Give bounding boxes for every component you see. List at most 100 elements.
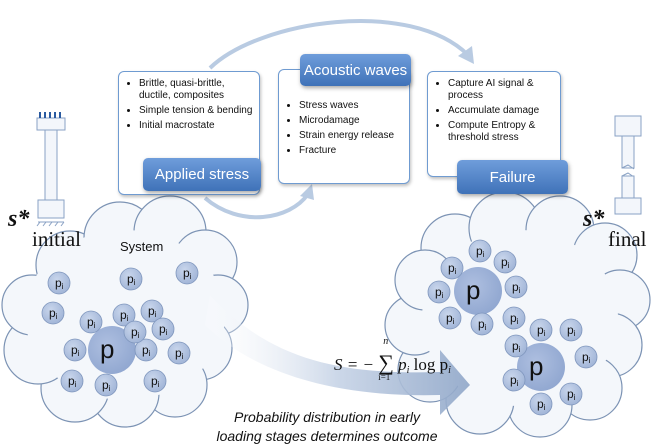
initial-label: initial bbox=[32, 227, 81, 251]
caption-line-1: Probability distribution in early bbox=[234, 409, 420, 425]
small-p-particle bbox=[559, 382, 583, 406]
small-p-particle bbox=[134, 338, 158, 362]
summation-lower: i=1 bbox=[378, 372, 391, 382]
small-p-particle bbox=[502, 368, 526, 392]
small-p-particle bbox=[470, 312, 494, 336]
small-p-particle bbox=[504, 275, 528, 299]
flow-arrow-bottom-head bbox=[300, 184, 314, 200]
summation-sign: ∑ n i=1 bbox=[378, 336, 394, 382]
small-p-particle bbox=[440, 256, 464, 280]
small-p-label: pi bbox=[537, 323, 546, 338]
acoustic-waves-item: Stress waves bbox=[299, 100, 403, 112]
large-p-circle bbox=[517, 343, 565, 391]
small-p-particle bbox=[468, 239, 492, 263]
small-p-label: pi bbox=[435, 285, 444, 300]
acoustic-waves-item: Fracture bbox=[299, 145, 403, 157]
small-p-label: pi bbox=[151, 374, 160, 389]
small-p-particle bbox=[559, 318, 583, 342]
failure-list: Capture AI signal & process Accumulate d… bbox=[428, 72, 560, 144]
small-p-label: pi bbox=[183, 266, 192, 281]
failure-box: Capture AI signal & process Accumulate d… bbox=[427, 71, 561, 177]
small-p-label: pi bbox=[567, 323, 576, 338]
small-p-particle bbox=[60, 369, 84, 393]
applied-stress-item: Initial macrostate bbox=[139, 120, 253, 132]
small-p-label: pi bbox=[131, 325, 140, 340]
applied-stress-header: Applied stress bbox=[143, 158, 261, 191]
small-p-particle bbox=[94, 373, 118, 397]
s-star-initial-symbol: s* bbox=[8, 206, 30, 232]
small-p-particle bbox=[529, 392, 553, 416]
large-p-label: p bbox=[529, 351, 544, 381]
small-p-label: pi bbox=[49, 306, 58, 321]
s-star-final-symbol: s* bbox=[583, 206, 605, 232]
system-label: System bbox=[120, 239, 164, 254]
small-p-label: pi bbox=[582, 350, 591, 365]
small-p-label: pi bbox=[446, 311, 455, 326]
failure-item: Compute Entropy & threshold stress bbox=[448, 120, 554, 144]
small-p-particle bbox=[41, 301, 65, 325]
small-p-label: pi bbox=[87, 315, 96, 330]
small-p-label: pi bbox=[537, 397, 546, 412]
small-p-label: pi bbox=[448, 261, 457, 276]
small-p-particle bbox=[438, 306, 462, 330]
failure-item: Capture AI signal & process bbox=[448, 78, 554, 102]
flow-arrow-top bbox=[208, 19, 470, 70]
acoustic-waves-list: Stress waves Microdamage Strain energy r… bbox=[279, 70, 409, 157]
equation-log: log p bbox=[409, 355, 449, 374]
small-p-label: pi bbox=[120, 308, 129, 323]
small-p-label: pi bbox=[478, 317, 487, 332]
small-p-label: pi bbox=[512, 339, 521, 354]
caption-line-2: loading stages determines outcome bbox=[216, 428, 438, 444]
transition-arrow bbox=[205, 295, 470, 415]
small-p-particle bbox=[529, 318, 553, 342]
large-p-circle bbox=[454, 267, 502, 315]
small-p-label: pi bbox=[175, 346, 184, 361]
flow-arrow-bottom bbox=[203, 192, 310, 220]
equation-term: p bbox=[398, 355, 407, 374]
initial-specimen bbox=[36, 112, 66, 227]
acoustic-waves-box: Stress waves Microdamage Strain energy r… bbox=[278, 69, 410, 184]
small-p-label: pi bbox=[71, 343, 80, 358]
flow-arrow-top-head bbox=[458, 46, 474, 64]
small-p-particle bbox=[140, 299, 164, 323]
small-p-particle bbox=[504, 334, 528, 358]
small-p-particle bbox=[493, 250, 517, 274]
small-p-label: pi bbox=[512, 280, 521, 295]
large-p-circle bbox=[88, 326, 136, 374]
entropy-equation: S = − ∑ n i=1 pi log pi bbox=[334, 336, 451, 382]
summation-symbol: ∑ bbox=[378, 350, 394, 375]
equation-lhs: S = − bbox=[334, 355, 374, 374]
final-specimen bbox=[614, 115, 642, 215]
large-p-label: p bbox=[100, 334, 115, 364]
failure-header: Failure bbox=[457, 160, 568, 194]
small-p-label: pi bbox=[102, 378, 111, 393]
applied-stress-list: Brittle, quasi-brittle, ductile, composi… bbox=[119, 72, 259, 132]
small-p-particle bbox=[47, 271, 71, 295]
small-p-label: pi bbox=[142, 343, 151, 358]
small-p-particle bbox=[427, 280, 451, 304]
equation-log-sub: i bbox=[448, 365, 451, 376]
small-p-particle bbox=[119, 267, 143, 291]
final-label: final bbox=[608, 227, 647, 251]
small-p-label: pi bbox=[148, 304, 157, 319]
small-p-label: pi bbox=[476, 244, 485, 259]
acoustic-waves-item: Microdamage bbox=[299, 115, 403, 127]
small-p-label: pi bbox=[127, 272, 136, 287]
applied-stress-item: Brittle, quasi-brittle, ductile, composi… bbox=[139, 78, 253, 102]
small-p-label: pi bbox=[510, 373, 519, 388]
small-p-particle bbox=[574, 345, 598, 369]
small-p-particle bbox=[143, 369, 167, 393]
failure-item: Accumulate damage bbox=[448, 105, 554, 117]
small-p-particle bbox=[123, 320, 147, 344]
summation-upper: n bbox=[383, 336, 389, 347]
small-p-label: pi bbox=[501, 255, 510, 270]
small-p-particle bbox=[112, 303, 136, 327]
small-p-label: pi bbox=[510, 311, 519, 326]
small-p-particle bbox=[502, 306, 526, 330]
small-p-label: pi bbox=[68, 374, 77, 389]
large-p-label: p bbox=[466, 275, 481, 305]
applied-stress-item: Simple tension & bending bbox=[139, 105, 253, 117]
equation-term-sub: i bbox=[406, 365, 410, 376]
acoustic-waves-header: Acoustic waves bbox=[300, 54, 411, 86]
